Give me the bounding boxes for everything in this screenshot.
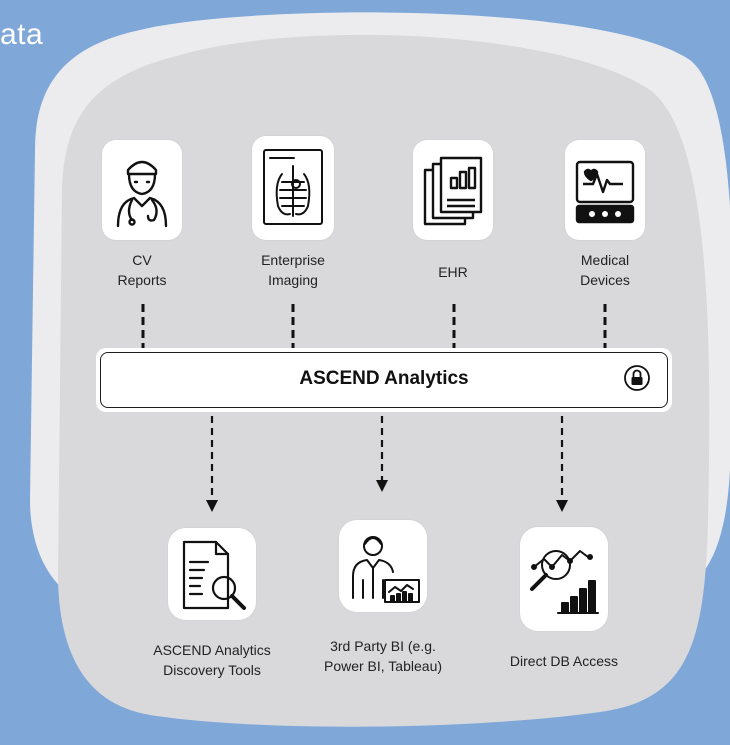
heart-monitor-icon (575, 160, 635, 224)
document-search-icon (182, 540, 246, 610)
hub-label: ASCEND Analytics (299, 368, 469, 389)
arrow-hub-to-bi (376, 416, 388, 492)
source-label-medical-devices: Medical Devices (580, 252, 630, 288)
presenter-chart-icon (352, 536, 420, 603)
source-label-cv-reports: CV Reports (117, 252, 167, 288)
doctor-icon (116, 160, 168, 228)
output-card-third-party-bi (339, 520, 427, 612)
source-label-enterprise-imaging: Enterprise Imaging (261, 252, 325, 288)
source-card-medical-devices (565, 140, 645, 240)
ehr-document-icon (423, 156, 483, 226)
lock-icon (624, 365, 650, 391)
source-card-enterprise-imaging (252, 136, 334, 240)
output-card-discovery-tools (168, 528, 256, 620)
output-label-third-party-bi: 3rd Party BI (e.g. Power BI, Tableau) (323, 638, 443, 674)
analytics-chart-icon (530, 550, 599, 614)
arrow-hub-to-discovery (206, 416, 218, 512)
hub-bar: ASCEND Analytics (100, 352, 668, 408)
output-card-direct-db-access (520, 527, 608, 631)
source-card-ehr (413, 140, 493, 240)
xray-icon (263, 149, 323, 225)
output-label-discovery-tools: ASCEND Analytics Discovery Tools (153, 642, 271, 678)
source-label-ehr: EHR (438, 264, 468, 280)
page-title-fragment: ata (0, 18, 44, 51)
arrow-hub-to-db (556, 416, 568, 512)
output-label-direct-db-access: Direct DB Access (509, 653, 619, 669)
source-card-cv-reports (102, 140, 182, 240)
